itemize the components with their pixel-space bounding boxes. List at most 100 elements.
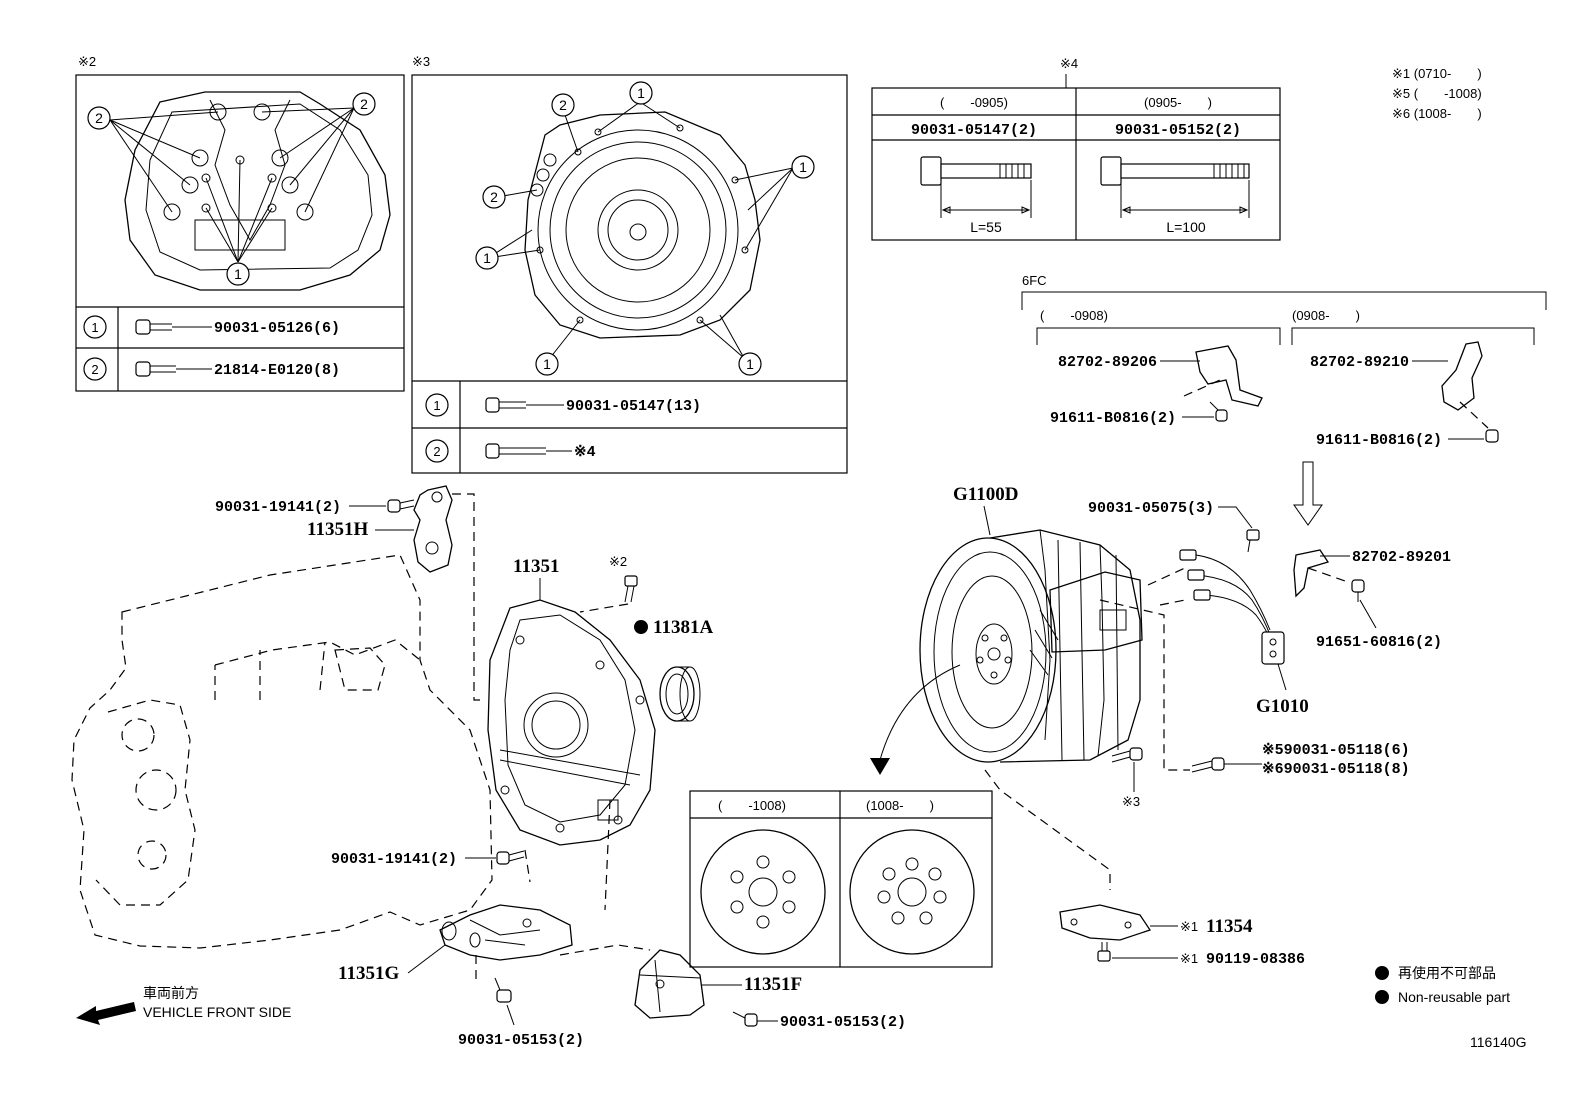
key-jp: 再使用不可部品 — [1398, 965, 1496, 981]
bracket-89201-label: 82702-89201 — [1352, 549, 1451, 566]
flywheel-housing-group: 11351 ※2 — [487, 554, 656, 846]
svg-text:1: 1 — [483, 250, 491, 266]
svg-text:2: 2 — [559, 97, 567, 113]
bolt-05118-b-label: ※690031-05118(8) — [1262, 761, 1410, 778]
plate-11354-group: ※1 11354 ※1 90119-08386 — [1059, 904, 1305, 968]
bolt-icon — [1097, 942, 1111, 962]
bolt-icon — [1209, 401, 1228, 422]
bolt-icon — [1351, 579, 1365, 602]
housing-label: 11351 — [513, 556, 559, 577]
harness-group: 90031-05075(3) 82702-89201 91651-60816(2… — [1088, 500, 1451, 778]
bolt-icon — [1111, 747, 1143, 763]
curved-arrow-icon — [879, 664, 961, 761]
row-number: 1 — [433, 398, 440, 413]
svg-text:1: 1 — [746, 356, 754, 372]
housing-drawing — [487, 599, 656, 846]
front-side-en: VEHICLE FRONT SIDE — [143, 1004, 291, 1020]
bracket-11351h-drawing — [413, 485, 453, 573]
bell-housing-drawing — [124, 91, 391, 291]
6fc-left-range: ( -0908) — [1040, 308, 1108, 323]
torque-converter-housing-drawing — [524, 111, 761, 339]
oil-seal-group: 11381A — [634, 617, 713, 722]
svg-text:2: 2 — [95, 110, 103, 126]
non-reusable-dot-icon — [1375, 990, 1389, 1004]
col1-part: 90031-05147(2) — [911, 122, 1037, 139]
col1-length: L=55 — [970, 219, 1002, 235]
front-arrow-icon — [76, 1002, 136, 1025]
part-number: ※4 — [574, 444, 596, 461]
part-number: 21814-E0120(8) — [214, 362, 340, 379]
inset-3: ※3 — [411, 54, 848, 474]
svg-text:2: 2 — [490, 189, 498, 205]
flywheel-left-drawing — [700, 829, 826, 955]
svg-text:1: 1 — [543, 356, 551, 372]
right-bracket-part: 82702-89210 — [1310, 354, 1409, 371]
note-5: ※5 ( -1008) — [1392, 86, 1482, 101]
plate-11354-drawing — [1059, 904, 1152, 941]
bolt-icon — [135, 319, 212, 335]
bracket-11351f-group: 11351F 90031-05153(2) — [634, 949, 906, 1031]
long-bolt-icon — [1100, 156, 1250, 218]
right-bracket-drawing — [1441, 341, 1483, 411]
applicability-notes: ※1 (0710- ) ※5 ( -1008) ※6 (1008- ) — [1392, 66, 1482, 121]
bolt-icon — [1485, 429, 1499, 443]
bolt-icon — [496, 850, 525, 865]
harness-drawing — [1179, 549, 1285, 665]
bracket-11351g-drawing — [439, 904, 573, 961]
bracket-11351g-group: 90031-19141(2) 11351G 90031-05153(2) — [331, 799, 651, 1049]
bolt-icon — [624, 575, 638, 603]
inset-2: ※2 — [75, 54, 405, 392]
non-reusable-dot-icon — [1375, 966, 1389, 980]
plate-mark: ※1 — [1180, 919, 1198, 934]
engine-6fc-section: 6FC ( -0908) (0908- ) 82702-89206 91611-… — [1021, 273, 1547, 526]
bolt-60816-label: 91651-60816(2) — [1316, 634, 1442, 651]
inset-2-mark: ※2 — [78, 54, 96, 69]
inset-3-leaders — [487, 101, 794, 359]
plate-label: 11354 — [1206, 916, 1253, 937]
svg-text:1: 1 — [637, 85, 645, 101]
row-number-circle — [83, 357, 107, 381]
bolt-icon — [732, 1011, 758, 1027]
col2-part: 90031-05152(2) — [1115, 122, 1241, 139]
inset-2-leaders — [109, 107, 355, 263]
generator-drawing — [919, 529, 1143, 763]
short-bolt-icon — [920, 156, 1032, 218]
right-bolt-part: 91611-B0816(2) — [1316, 432, 1442, 449]
bolt-icon — [485, 443, 572, 459]
flywheel-right-drawing — [849, 829, 975, 955]
bolt-05153-right-label: 90031-05153(2) — [780, 1014, 906, 1031]
key-en: Non-reusable part — [1398, 989, 1510, 1005]
col1-range: ( -0905) — [940, 95, 1008, 110]
row-number-circle — [83, 315, 107, 339]
vehicle-front-indicator: 車両前方 VEHICLE FRONT SIDE — [76, 985, 291, 1025]
non-reusable-key: 再使用不可部品 Non-reusable part — [1375, 965, 1510, 1005]
non-reusable-dot-icon — [634, 620, 648, 634]
housing-mark: ※2 — [609, 554, 627, 569]
bolt-19141-top-label: 90031-19141(2) — [215, 499, 341, 516]
engine-block-outline — [71, 554, 493, 949]
bolt-05118-a-label: ※590031-05118(6) — [1262, 742, 1410, 759]
svg-text:2: 2 — [360, 96, 368, 112]
oil-seal-drawing — [659, 666, 695, 722]
bracket-11351f-label: 11351F — [744, 974, 802, 995]
bolt-05153-left-label: 90031-05153(2) — [458, 1032, 584, 1049]
note-6: ※6 (1008- ) — [1392, 106, 1482, 121]
inset-2-callout-circles: 2 2 1 — [87, 92, 376, 286]
inset-3-row-1: 1 90031-05147(13) — [425, 393, 701, 417]
bolt-icon — [1246, 529, 1260, 553]
harness-label: G1010 — [1256, 696, 1309, 717]
part-number: 90031-05126(6) — [214, 320, 340, 337]
generator-mark: ※3 — [1122, 794, 1140, 809]
generator-group: G1100D ※3 — [870, 484, 1143, 890]
bolt-icon — [135, 361, 212, 377]
bolt-icon — [387, 499, 415, 513]
note-1: ※1 (0710- ) — [1392, 66, 1482, 81]
inset-2-row-1: 1 90031-05126(6) — [83, 315, 340, 339]
bolt-icon — [1191, 757, 1225, 773]
flywheel-left-range: ( -1008) — [718, 798, 786, 813]
inset-3-callout-circles: 1 2 2 1 1 1 1 — [475, 81, 815, 376]
left-bracket-drawing — [1195, 345, 1263, 407]
plate-bolt-label: 90119-08386 — [1206, 951, 1305, 968]
inset-3-mark: ※3 — [412, 54, 430, 69]
